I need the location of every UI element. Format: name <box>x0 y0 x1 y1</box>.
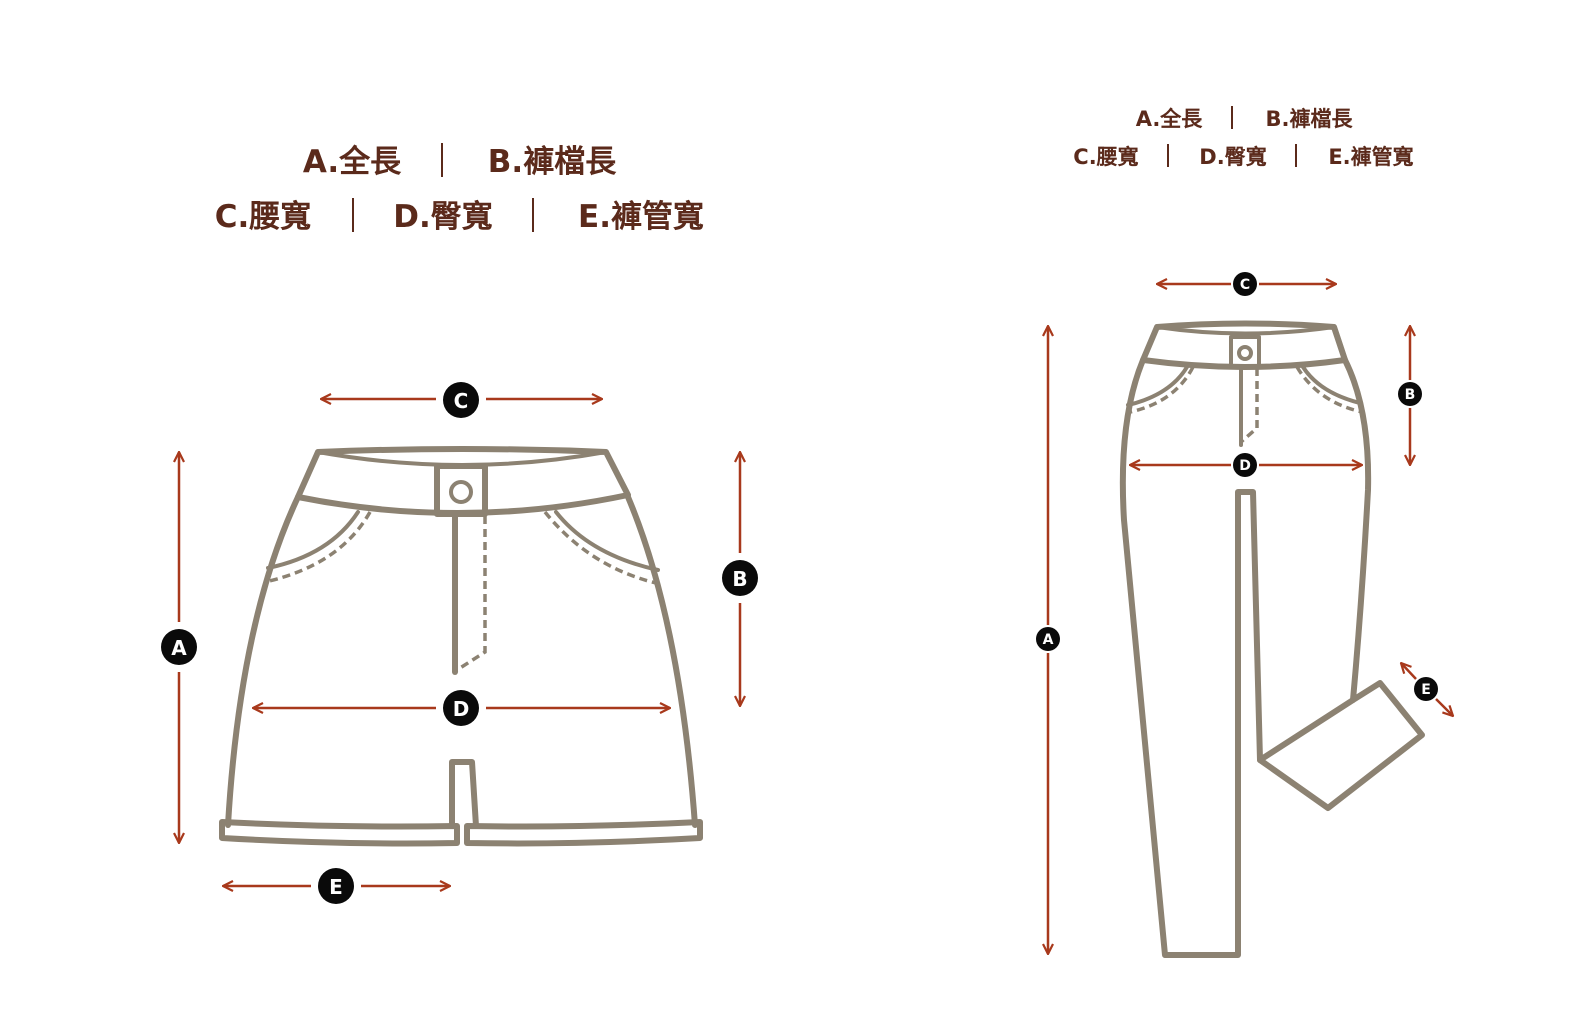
pants-legend: A.全長 B.褲檔長 C.腰寬 D.臀寬 E.褲管寬 <box>1073 106 1414 169</box>
marker-d: D <box>453 697 470 721</box>
shorts-measure-a: A <box>161 452 197 843</box>
legend-e-leg-opening: E.褲管寬 <box>1328 145 1413 169</box>
marker-b: B <box>732 567 747 591</box>
legend-c-waist: C.腰寬 <box>215 199 312 235</box>
pants-measure-c: C <box>1157 272 1336 296</box>
shorts-measure-d: D <box>253 690 670 726</box>
shorts-measure-e: E <box>223 868 450 904</box>
marker-d: D <box>1239 458 1251 474</box>
marker-a: A <box>1043 632 1054 648</box>
shorts-illustration <box>219 446 703 847</box>
legend-e-leg-opening: E.褲管寬 <box>578 199 704 235</box>
pants-measure-d: D <box>1130 453 1362 477</box>
marker-c: C <box>1240 277 1250 293</box>
marker-c: C <box>454 389 469 413</box>
legend-d-hip: D.臀寬 <box>393 199 493 235</box>
marker-a: A <box>171 636 187 660</box>
legend-c-waist: C.腰寬 <box>1073 145 1138 169</box>
shorts-measure-b: B <box>722 452 758 706</box>
legend-b-rise: B.褲檔長 <box>1266 107 1354 131</box>
marker-e: E <box>329 875 343 899</box>
legend-b-rise: B.褲檔長 <box>488 144 617 180</box>
legend-a-full-length: A.全長 <box>1136 107 1204 131</box>
pants-measure-a: A <box>1036 326 1060 954</box>
legend-d-hip: D.臀寬 <box>1199 145 1266 169</box>
pants-measure-b: B <box>1398 326 1422 465</box>
legend-a-full-length: A.全長 <box>303 144 402 180</box>
marker-b: B <box>1405 387 1416 403</box>
shorts-legend: A.全長 B.褲檔長 C.腰寬 D.臀寬 E.褲管寬 <box>215 143 704 235</box>
pants-illustration <box>1119 320 1425 958</box>
shorts-measure-c: C <box>321 382 602 418</box>
pants-measure-e: E <box>1401 663 1453 716</box>
marker-e: E <box>1421 682 1431 698</box>
